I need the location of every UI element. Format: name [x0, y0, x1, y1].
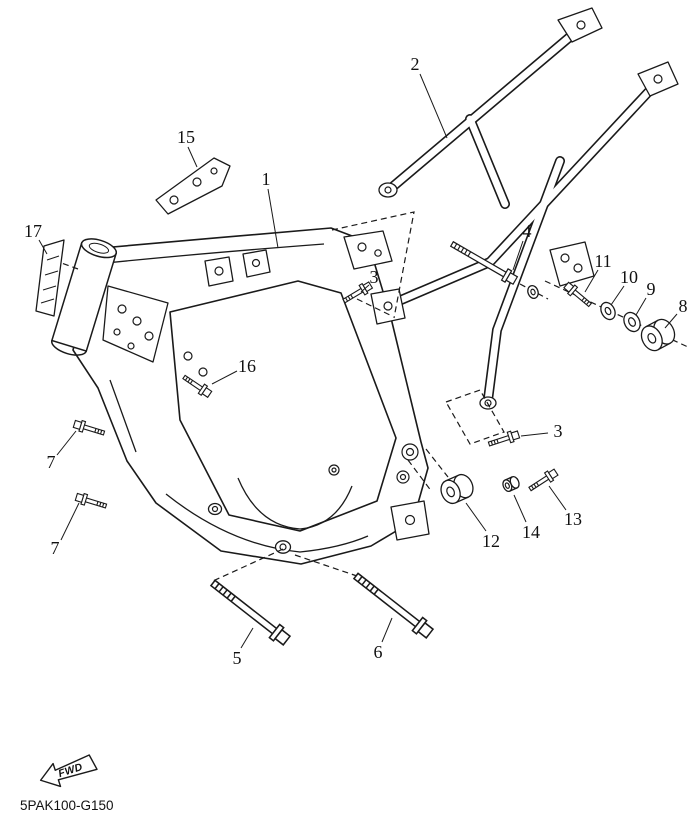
- engine-mount-bracket: [549, 241, 595, 287]
- bolt-13: [526, 466, 560, 495]
- callout-8: 8: [679, 296, 688, 316]
- damper-12: [440, 473, 474, 505]
- fwd-label: FWD: [57, 761, 84, 780]
- leader-line-12: [465, 502, 487, 532]
- part-17-plate: [35, 239, 65, 317]
- leader-line-13: [548, 485, 567, 511]
- bolt-5: [207, 575, 293, 648]
- leader-line-9: [635, 297, 647, 316]
- callout-6: 6: [374, 642, 383, 662]
- callout-5: 5: [233, 648, 242, 668]
- leader-line-8: [664, 313, 678, 329]
- leader-line-15: [187, 146, 198, 168]
- rear-subframe: [376, 7, 679, 410]
- washer-4: [527, 285, 539, 299]
- callout-11: 11: [594, 251, 611, 271]
- callout-1: 1: [262, 169, 271, 189]
- leader-line-3: [360, 284, 370, 293]
- bolt-7-upper: [72, 418, 107, 439]
- main-frame: [50, 227, 430, 565]
- leader-line-7: [60, 502, 80, 541]
- collar-14: [502, 476, 520, 492]
- callout-3: 3: [370, 267, 379, 287]
- leader-line-14: [513, 494, 527, 523]
- leader-line-11: [584, 269, 599, 293]
- leader-line-7: [56, 430, 77, 456]
- damper-8: [640, 318, 676, 352]
- callout-4: 4: [523, 221, 532, 241]
- callout-7: 7: [47, 452, 56, 472]
- callout-7: 7: [51, 538, 60, 558]
- callout-16: 16: [238, 356, 256, 376]
- leader-line-16: [211, 370, 238, 385]
- callout-13: 13: [564, 509, 582, 529]
- leader-line-4: [512, 240, 524, 271]
- callout-17: 17: [24, 221, 42, 241]
- leader-line-1: [267, 188, 279, 249]
- callout-layer: 2 15 1 17 4 3 11 10 9 8 16 7 3 7 12 14 13 5 6: [24, 54, 688, 668]
- leader-line-5: [240, 627, 254, 649]
- part-15-bracket: [155, 157, 231, 215]
- callout-12: 12: [482, 531, 500, 551]
- collar-9: [623, 311, 641, 333]
- bolt-7-lower: [74, 491, 109, 512]
- loose-parts: [35, 157, 676, 648]
- leader-line-17: [38, 239, 48, 255]
- callout-3: 3: [554, 421, 563, 441]
- leader-line-2: [419, 73, 448, 139]
- leader-line-3: [520, 432, 549, 437]
- callout-14: 14: [522, 522, 540, 542]
- head-tube: [50, 238, 118, 356]
- callout-15: 15: [177, 127, 195, 147]
- bolt-6: [350, 568, 436, 641]
- washer-10: [600, 301, 616, 321]
- leader-line-6: [381, 617, 393, 643]
- callout-10: 10: [620, 267, 638, 287]
- callout-2: 2: [411, 54, 420, 74]
- diagram-code: 5PAK100-G150: [20, 798, 114, 813]
- leader-line-10: [610, 285, 625, 306]
- fwd-arrow-icon: FWD: [39, 754, 98, 788]
- callout-9: 9: [647, 279, 656, 299]
